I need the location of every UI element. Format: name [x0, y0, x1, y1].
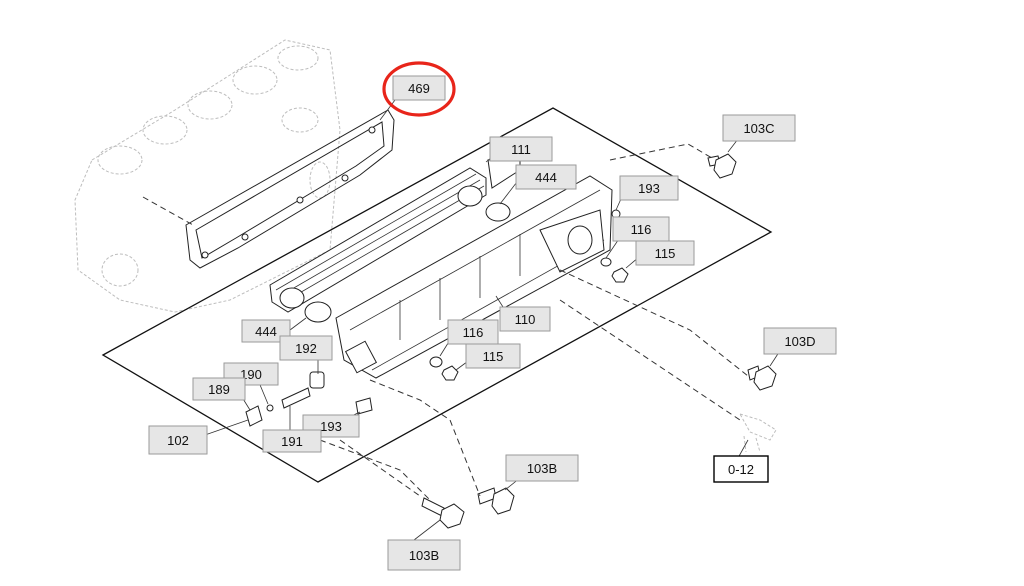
callout-103D[interactable]: 103D [763, 327, 837, 355]
spring-191 [281, 387, 311, 409]
dash-103C [609, 143, 713, 161]
callout-label: 116 [631, 222, 652, 237]
callout-label: 191 [281, 434, 303, 449]
callout-191[interactable]: 191 [262, 429, 322, 453]
gasket-444-upper [485, 202, 511, 222]
bolt-103B-lower-left [421, 497, 465, 529]
washer-116-upper [600, 257, 612, 267]
callout-444-upper[interactable]: 444 [515, 164, 577, 190]
callout-label: 469 [408, 81, 430, 96]
callout-label: 444 [535, 170, 557, 185]
callout-103B-right[interactable]: 103B [505, 454, 579, 482]
callout-label: 110 [515, 312, 536, 327]
callout-103B-left[interactable]: 103B [387, 539, 461, 571]
callout-193-upper[interactable]: 193 [619, 175, 679, 201]
callout-label: 116 [463, 325, 484, 340]
dash-103B-left [339, 439, 421, 497]
callout-115-lower[interactable]: 115 [465, 343, 521, 369]
callout-469[interactable]: 469 [392, 75, 446, 101]
callout-label: 193 [638, 181, 660, 196]
callout-110[interactable]: 110 [499, 306, 551, 332]
callout-label: 190 [240, 367, 262, 382]
callout-label: 189 [208, 382, 230, 397]
callout-0-12[interactable]: 0-12 [713, 455, 769, 483]
plug-192 [309, 371, 325, 389]
callout-label: 103D [784, 334, 815, 349]
nut-115-upper [611, 267, 629, 283]
callout-label: 103B [527, 461, 557, 476]
callout-189[interactable]: 189 [192, 377, 246, 401]
nut-115-lower [441, 365, 459, 381]
cooler-core-drawing [269, 157, 521, 313]
assembly-frame [101, 107, 773, 483]
cooler-housing-drawing [335, 175, 613, 379]
washer-116-lower [429, 356, 443, 368]
bolt-189 [245, 405, 263, 427]
bolt-103D [747, 365, 777, 391]
callout-103C[interactable]: 103C [722, 114, 796, 142]
dash-engine-gasket [142, 196, 194, 226]
callout-111[interactable]: 111 [489, 136, 553, 162]
dash-103B-right [369, 379, 481, 497]
fitting-193-lower [355, 397, 373, 415]
gasket-469-drawing [185, 109, 395, 269]
callout-label: 0-12 [728, 462, 754, 477]
callout-label: 103B [409, 548, 439, 563]
callout-116-upper[interactable]: 116 [612, 216, 670, 242]
gasket-444-lower [304, 301, 332, 323]
callout-192[interactable]: 192 [279, 335, 333, 361]
callout-label: 444 [255, 324, 277, 339]
callout-label: 111 [511, 142, 531, 157]
callout-115-upper[interactable]: 115 [635, 240, 695, 266]
engine-block-ghost [74, 39, 341, 313]
callout-label: 115 [655, 246, 676, 261]
callout-116-lower[interactable]: 116 [447, 319, 499, 345]
highlight-circle [382, 61, 456, 117]
callout-label: 192 [295, 341, 317, 356]
callout-label: 103C [743, 121, 774, 136]
callout-label: 115 [483, 349, 504, 364]
dash-103D [559, 269, 749, 377]
bolt-103B-lower-right [477, 487, 515, 515]
callout-102[interactable]: 102 [148, 425, 208, 455]
callout-444-lower[interactable]: 444 [241, 319, 291, 343]
bolt-103C [707, 153, 737, 179]
callout-label: 102 [167, 433, 189, 448]
dash-0-12 [559, 299, 741, 421]
ball-190 [266, 404, 274, 412]
callout-label: 193 [320, 419, 342, 434]
dash-lower [319, 439, 431, 501]
ghost-bolt-0-12 [738, 413, 777, 453]
